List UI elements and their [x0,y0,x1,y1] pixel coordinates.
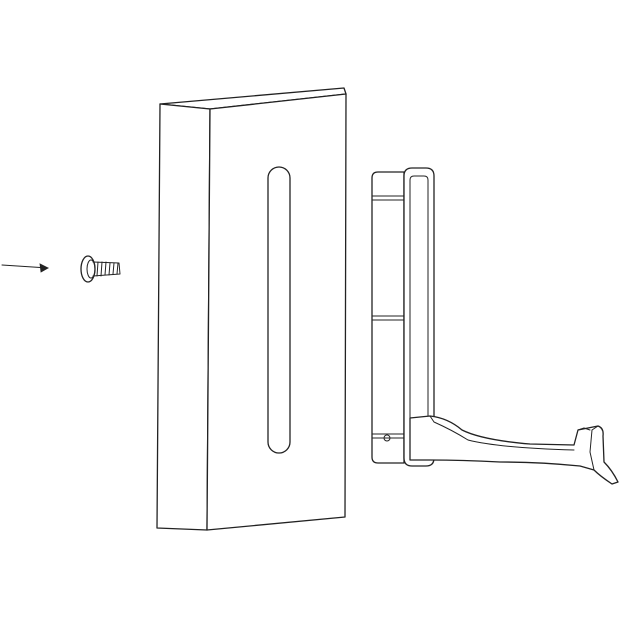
arrow-right-icon [1,263,49,273]
panel-icon [156,87,347,531]
screw-icon [80,255,121,283]
hook-icon [371,167,619,485]
